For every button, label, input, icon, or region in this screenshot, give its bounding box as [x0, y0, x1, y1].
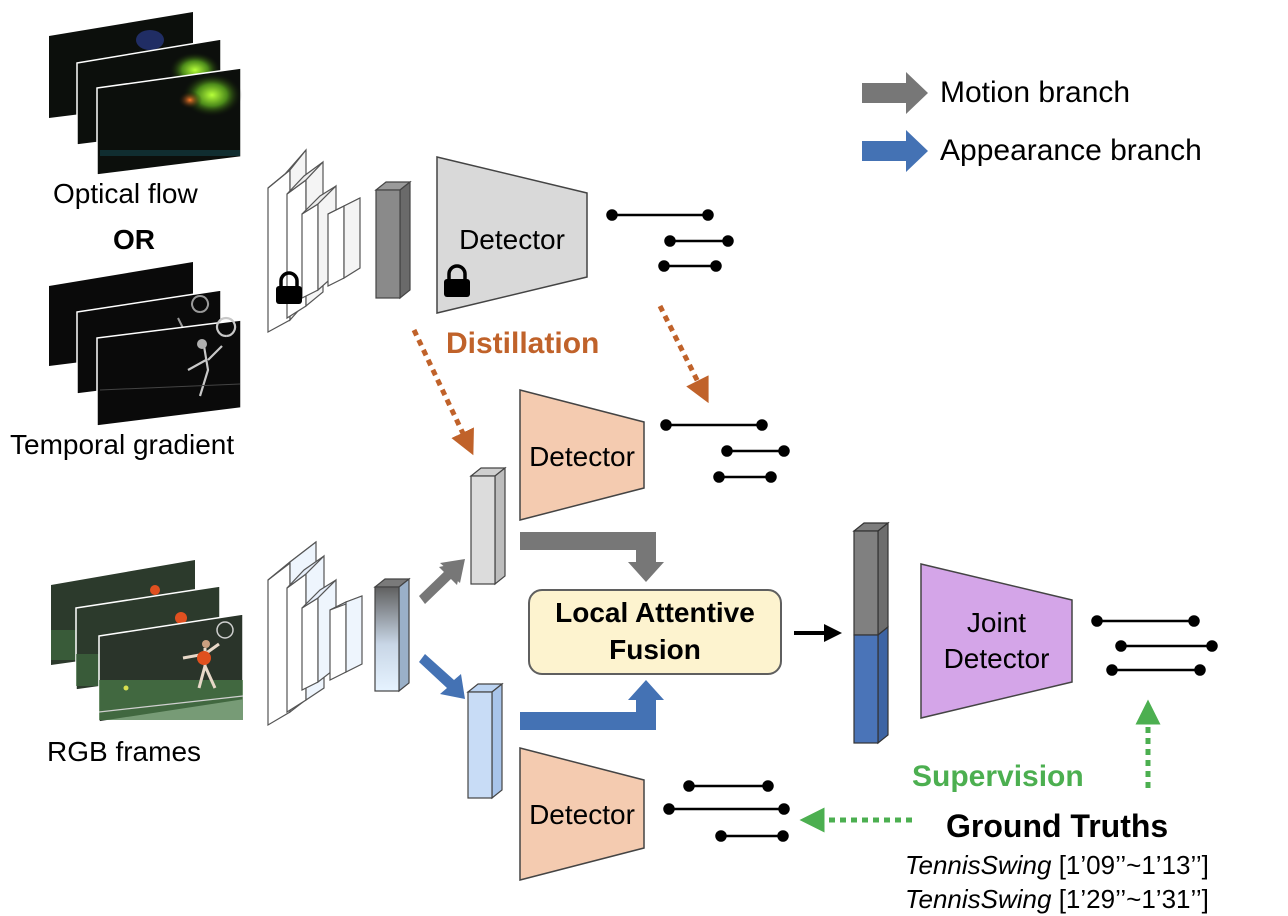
optical-flow-label: Optical flow	[53, 178, 198, 209]
split-arrow-motion	[419, 559, 465, 604]
ground-truth-item: TennisSwing [1’29’’~1’31’’]	[905, 884, 1209, 915]
motion-to-fusion-arrow	[520, 532, 664, 582]
split-arrow-appearance	[419, 654, 465, 699]
joint-detector-label-line2: Detector	[943, 643, 1050, 674]
appearance-to-fusion-arrow	[520, 680, 664, 730]
ground-truth-span: [1’29’’~1’31’’]	[1058, 884, 1209, 914]
joint-detector-label: Joint Detector	[921, 600, 1072, 682]
optical-flow-frames	[49, 12, 242, 176]
rgb-frames-label: RGB frames	[47, 736, 202, 767]
legend-appearance-arrow	[862, 130, 928, 172]
distillation-label: Distillation	[446, 327, 600, 360]
ground-truth-action: TennisSwing	[905, 850, 1052, 880]
motion-student-bar	[469, 466, 507, 586]
teacher-backbone	[267, 148, 361, 334]
lock-icon	[276, 271, 302, 304]
rgb-frames	[51, 560, 244, 723]
ground-truth-action: TennisSwing	[905, 884, 1052, 914]
legend-motion-arrow	[862, 72, 928, 114]
motion-student-predictions	[660, 419, 790, 483]
appearance-student-predictions	[663, 780, 790, 842]
teacher-predictions	[606, 209, 734, 272]
distillation-arrows	[411, 304, 709, 456]
teacher-detector-label: Detector	[459, 223, 565, 255]
fusion-to-joint-arrow	[794, 624, 842, 642]
ground-truths-label: Ground Truths	[946, 808, 1169, 844]
joint-detector	[920, 563, 1073, 719]
motion-student-detector-label: Detector	[529, 440, 635, 472]
ground-truth-item: TennisSwing [1’09’’~1’13’’]	[905, 850, 1209, 881]
fusion-line1: Local Attentive	[555, 597, 755, 629]
temporal-gradient-label: Temporal gradient	[10, 429, 235, 460]
temporal-gradient-frames	[49, 262, 242, 427]
supervision-arrows	[799, 699, 1161, 833]
or-label: OR	[113, 224, 155, 255]
lock-icon	[444, 264, 470, 297]
legend-appearance-label: Appearance branch	[940, 134, 1202, 167]
student-feature-bar	[373, 577, 411, 693]
joint-predictions	[1091, 615, 1218, 676]
joint-feature-bar	[852, 521, 890, 745]
teacher-detector	[436, 156, 588, 314]
legend-motion-label: Motion branch	[940, 76, 1131, 109]
teacher-feature-bar	[374, 180, 412, 300]
ground-truth-span: [1’09’’~1’13’’]	[1058, 850, 1209, 880]
appearance-student-bar	[466, 682, 504, 800]
appearance-student-detector	[519, 747, 645, 881]
joint-detector-label-line1: Joint	[966, 606, 1027, 638]
appearance-student-detector-label: Detector	[529, 798, 635, 830]
student-backbone	[267, 540, 363, 727]
fusion-line2: Fusion	[609, 634, 701, 665]
local-attentive-fusion: Local Attentive Fusion	[528, 589, 782, 675]
supervision-label: Supervision	[912, 760, 1084, 793]
motion-student-detector	[519, 389, 645, 521]
